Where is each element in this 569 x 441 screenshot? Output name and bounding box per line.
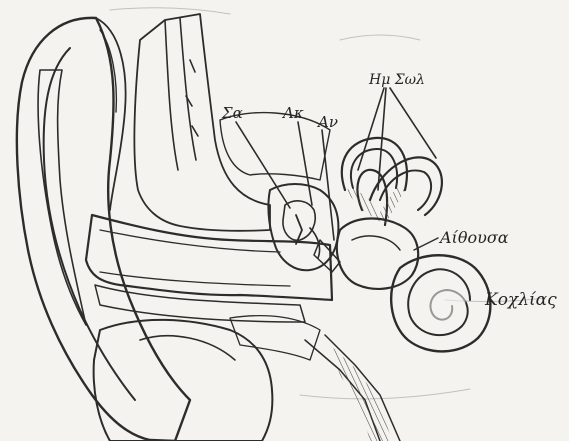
- temporal-bone: [134, 14, 330, 231]
- paper-smudges: [110, 8, 545, 399]
- lower-bone: [94, 316, 400, 441]
- label-sg: Σα: [222, 104, 243, 122]
- label-an: Αν: [318, 113, 338, 131]
- vestibule: [337, 218, 418, 288]
- leader-an: [322, 130, 334, 240]
- label-aithousa: Αίθουσα: [440, 228, 509, 247]
- leader-ak: [298, 122, 312, 205]
- semicircular-canals: [342, 138, 442, 225]
- leader-hm-3: [390, 88, 436, 158]
- label-ak: Ακ: [283, 104, 304, 122]
- label-hm-sol: Ημ Σωλ: [369, 72, 425, 88]
- label-kochlias: Κοχλίας: [485, 290, 557, 310]
- cochlea: [391, 255, 490, 351]
- auricle: [17, 18, 190, 441]
